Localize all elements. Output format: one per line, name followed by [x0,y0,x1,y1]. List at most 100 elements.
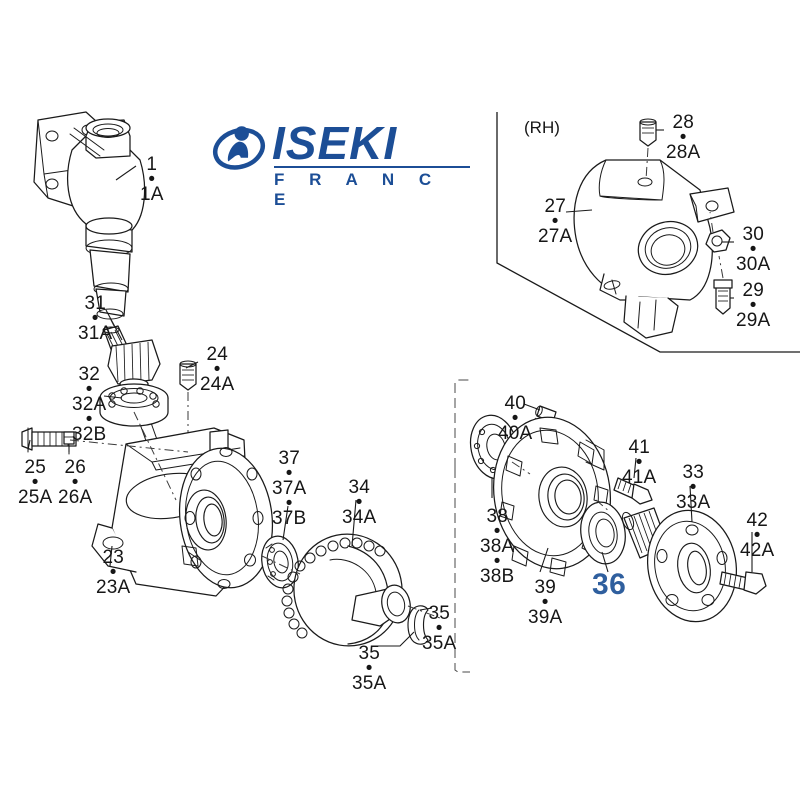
label-dot: • [365,658,373,679]
label-line: 32 [78,364,100,385]
label-line: 24A [200,374,235,395]
label-dot: • [689,477,697,498]
label-line: 33A [676,492,711,513]
label-line: 38B [480,566,515,587]
label-line: 23A [96,577,131,598]
label-line: 35 [428,603,450,624]
highlighted-part-number-36[interactable]: 36 [592,568,627,601]
label-line: 30 [742,224,764,245]
label-line: 33 [682,462,704,483]
part-label-23[interactable]: 23•23A [96,548,130,597]
label-line: 34A [342,507,377,528]
part-label-35[interactable]: 35•35A [422,604,456,653]
label-dot: • [213,359,221,380]
label-line: 25 [24,457,46,478]
label-line: 37B [272,508,307,529]
part-label-40[interactable]: 40•40A [498,394,532,443]
label-dot: • [285,463,293,484]
label-line: 29A [736,310,771,331]
part-label-28[interactable]: 28•28A [666,113,700,162]
label-dot: • [493,551,501,572]
label-line: 31A [78,323,113,344]
part-label-30[interactable]: 30•30A [736,225,770,274]
part-label-41[interactable]: 41•41A [622,438,656,487]
label-dot: • [749,295,757,316]
label-line: 42A [740,540,775,561]
label-line: 32B [72,424,107,445]
label-dot: • [85,409,93,430]
label-line: 37 [278,448,300,469]
part-label-27[interactable]: 27•27A [538,197,572,246]
part-label-37[interactable]: 37•37A•37B [272,449,306,528]
label-dot: • [635,452,643,473]
part-label-42[interactable]: 42•42A [740,511,774,560]
label-dot: • [493,521,501,542]
label-line: 29 [742,280,764,301]
label-dot: • [109,562,117,583]
label-dot: • [91,308,99,329]
label-line: 41 [628,437,650,458]
part-34-ring-gear [281,533,411,647]
label-line: 38A [480,536,515,557]
part-label-29[interactable]: 29•29A [736,281,770,330]
label-line: 39 [534,577,556,598]
label-line: 40 [504,393,526,414]
part-label-26[interactable]: 26•26A [58,458,92,507]
label-line: 1A [140,184,164,205]
label-dot: • [435,618,443,639]
part-1-steering-knuckle-housing [33,111,146,320]
part-37-ball-bearing [261,535,299,589]
label-line: 35A [352,673,387,694]
label-dot: • [31,472,39,493]
label-line: 39A [528,607,563,628]
part-label-33[interactable]: 33•33A [676,463,710,512]
part-label-31[interactable]: 31•31A [78,294,112,343]
label-line: 28 [672,112,694,133]
part-label-34[interactable]: 34•34A [342,478,376,527]
label-line: 25A [18,487,53,508]
part-label-24[interactable]: 24•24A [200,345,234,394]
part-label-1[interactable]: 1•1A [140,155,164,204]
label-dot: • [551,211,559,232]
part-label-25[interactable]: 25•25A [18,458,52,507]
label-dot: • [71,472,79,493]
label-line: 35 [358,643,380,664]
inset-side-label: (RH) [524,118,560,137]
inset-panel-border [496,112,800,353]
part-label-32[interactable]: 32•32A•32B [72,365,106,444]
logo-wordmark: ISEKI [272,117,398,169]
label-line: 34 [348,477,370,498]
label-line: 27A [538,226,573,247]
label-line: 27 [544,196,566,217]
part-42-hex-bolt [719,571,767,595]
label-line: 26A [58,487,93,508]
part-29-bolt [713,255,733,315]
label-dot: • [541,592,549,613]
label-line: 40A [498,423,533,444]
part-label-35[interactable]: 35•35A [352,644,386,693]
part-33-wheel-hub-flange [621,507,738,623]
part-32a-ball-bearing [99,383,169,427]
label-dot: • [511,408,519,429]
label-line: 38 [486,506,508,527]
iseki-france-logo: ISEKI F R A N C E [212,117,472,209]
part-label-39[interactable]: 39•39A [528,578,562,627]
iseki-figure-mark-icon [212,126,266,170]
part-41-flange-bolt [613,477,653,505]
label-dot: • [753,525,761,546]
label-dot: • [85,379,93,400]
label-line: 26 [64,457,86,478]
label-dot: • [285,493,293,514]
label-line: 32A [72,394,107,415]
part-label-38[interactable]: 38•38A•38B [480,507,514,586]
part-23-axle-housing [91,427,274,597]
label-dot: • [679,127,687,148]
label-line: 1 [146,154,158,175]
label-line: 23 [102,547,124,568]
label-line: 42 [746,510,768,531]
part-30-nut [705,211,731,253]
part-27-knuckle-housing-rh [573,159,735,339]
part-35-snap-ring [407,605,429,645]
